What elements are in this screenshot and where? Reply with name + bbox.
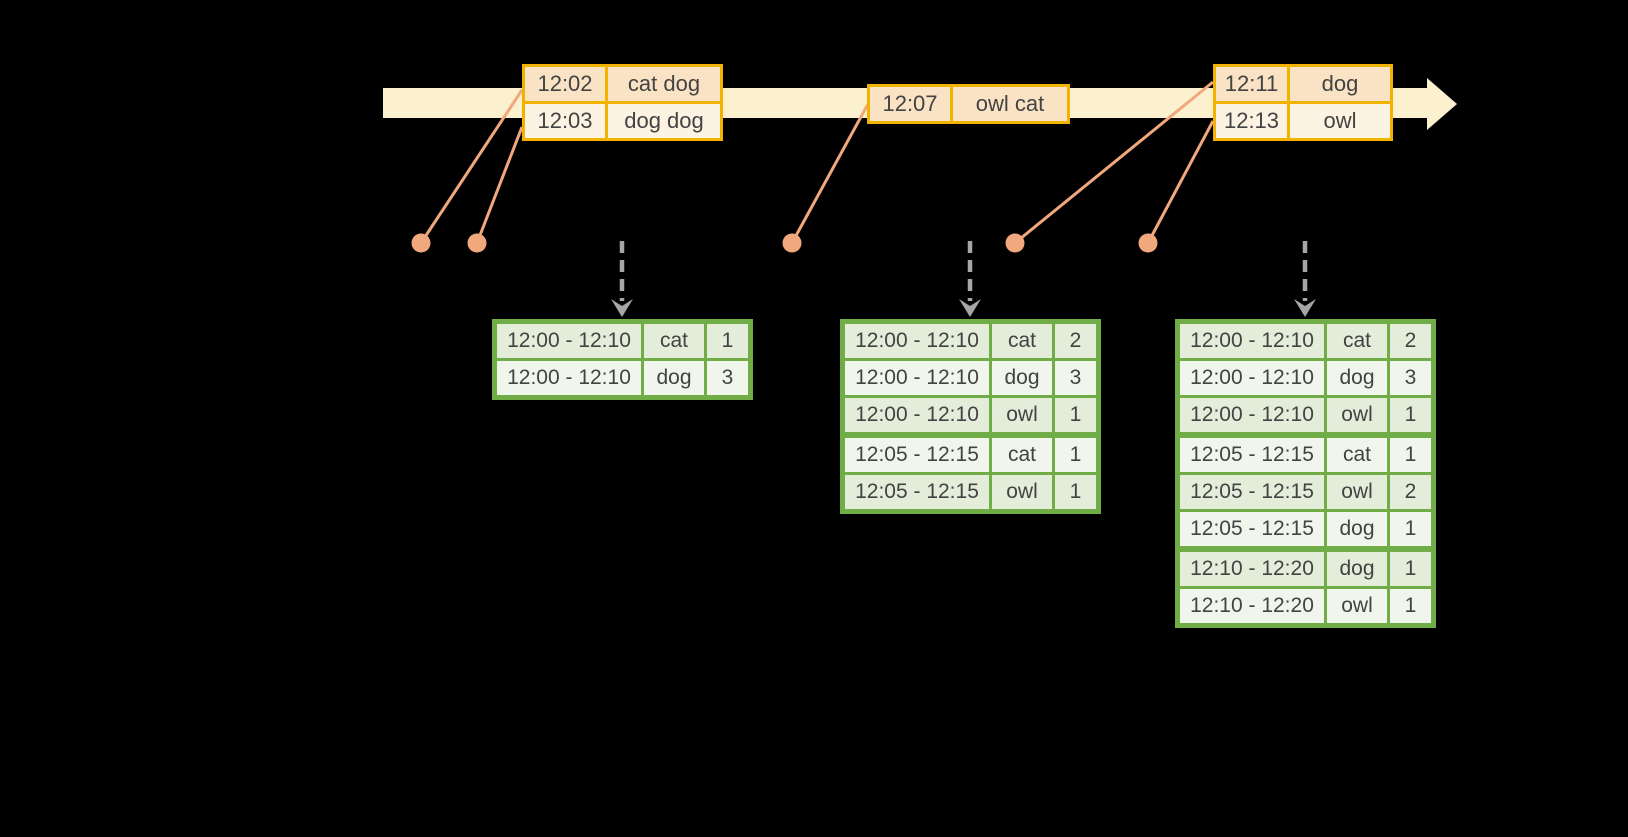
event-words-cell: owl cat [953,87,1067,121]
event-dot-icon [1138,233,1158,253]
event-connector-line [1146,120,1215,244]
count-cell: 2 [1390,324,1431,358]
result-row: 12:00 - 12:10 cat 1 [497,324,748,358]
result-table-2: 12:00 - 12:10 cat 2 12:00 - 12:10 dog 3 … [840,319,1101,514]
word-cell: cat [992,324,1052,358]
window-cell: 12:00 - 12:10 [1180,398,1324,432]
result-row: 12:00 - 12:10 owl 1 [845,398,1096,432]
window-cell: 12:00 - 12:10 [497,361,641,395]
event-table-3: 12:11 dog 12:13 owl [1213,64,1393,141]
result-row: 12:00 - 12:10 dog 3 [497,361,748,395]
event-dot-icon [782,233,802,253]
window-cell: 12:05 - 12:15 [1180,438,1324,472]
window-cell: 12:10 - 12:20 [1180,552,1324,586]
event-connector-line [1014,80,1214,245]
result-row: 12:00 - 12:10 cat 2 [1180,324,1431,358]
event-words-cell: cat dog [608,67,720,101]
result-row: 12:05 - 12:15 cat 1 [845,438,1096,472]
word-cell: cat [1327,324,1387,358]
event-time-cell: 12:07 [870,87,950,121]
event-time-cell: 12:13 [1216,104,1287,138]
window-cell: 12:00 - 12:10 [845,361,989,395]
result-row: 12:00 - 12:10 cat 2 [845,324,1096,358]
trigger-arrow-icon [1294,241,1316,317]
word-cell: owl [1327,398,1387,432]
event-connector-line [475,126,524,244]
result-row: 12:10 - 12:20 owl 1 [1180,589,1431,623]
window-cell: 12:05 - 12:15 [845,475,989,509]
count-cell: 1 [1390,589,1431,623]
event-words-cell: owl [1290,104,1390,138]
event-table-2: 12:07 owl cat [867,84,1070,124]
count-cell: 1 [1055,438,1096,472]
result-row: 12:00 - 12:10 owl 1 [1180,398,1431,432]
count-cell: 1 [1390,512,1431,546]
window-cell: 12:05 - 12:15 [1180,512,1324,546]
word-cell: dog [644,361,704,395]
word-cell: dog [1327,361,1387,395]
word-cell: dog [1327,512,1387,546]
count-cell: 3 [1055,361,1096,395]
event-dot-icon [411,233,431,253]
event-words-cell: dog dog [608,104,720,138]
event-time-cell: 12:02 [525,67,605,101]
result-table-3: 12:00 - 12:10 cat 2 12:00 - 12:10 dog 3 … [1175,319,1436,628]
window-cell: 12:00 - 12:10 [497,324,641,358]
word-cell: dog [1327,552,1387,586]
window-cell: 12:00 - 12:10 [845,398,989,432]
result-row: 12:05 - 12:15 owl 1 [845,475,1096,509]
word-cell: dog [992,361,1052,395]
word-cell: owl [992,398,1052,432]
word-cell: cat [992,438,1052,472]
result-row: 12:10 - 12:20 dog 1 [1180,552,1431,586]
event-table-1: 12:02 cat dog 12:03 dog dog [522,64,723,141]
count-cell: 1 [1390,438,1431,472]
count-cell: 1 [1055,475,1096,509]
count-cell: 1 [1390,552,1431,586]
trigger-arrow-icon [611,241,633,317]
event-dot-icon [467,233,487,253]
window-cell: 12:10 - 12:20 [1180,589,1324,623]
count-cell: 1 [707,324,748,358]
count-cell: 2 [1390,475,1431,509]
window-cell: 12:00 - 12:10 [1180,324,1324,358]
word-cell: owl [1327,589,1387,623]
result-row: 12:05 - 12:15 cat 1 [1180,438,1431,472]
event-time-cell: 12:03 [525,104,605,138]
count-cell: 3 [1390,361,1431,395]
event-words-cell: dog [1290,67,1390,101]
result-row: 12:05 - 12:15 owl 2 [1180,475,1431,509]
window-cell: 12:00 - 12:10 [1180,361,1324,395]
result-table-1: 12:00 - 12:10 cat 1 12:00 - 12:10 dog 3 [492,319,753,400]
window-cell: 12:05 - 12:15 [1180,475,1324,509]
word-cell: owl [992,475,1052,509]
window-cell: 12:05 - 12:15 [845,438,989,472]
count-cell: 1 [1390,398,1431,432]
count-cell: 2 [1055,324,1096,358]
word-cell: cat [1327,438,1387,472]
result-row: 12:05 - 12:15 dog 1 [1180,512,1431,546]
event-connector-line [790,103,870,244]
event-dot-icon [1005,233,1025,253]
window-cell: 12:00 - 12:10 [845,324,989,358]
word-cell: cat [644,324,704,358]
trigger-arrow-icon [959,241,981,317]
event-time-cell: 12:11 [1216,67,1287,101]
count-cell: 3 [707,361,748,395]
timeline-arrowhead-icon [1427,78,1457,130]
result-row: 12:00 - 12:10 dog 3 [1180,361,1431,395]
result-row: 12:00 - 12:10 dog 3 [845,361,1096,395]
word-cell: owl [1327,475,1387,509]
count-cell: 1 [1055,398,1096,432]
event-connector-line [419,89,524,244]
